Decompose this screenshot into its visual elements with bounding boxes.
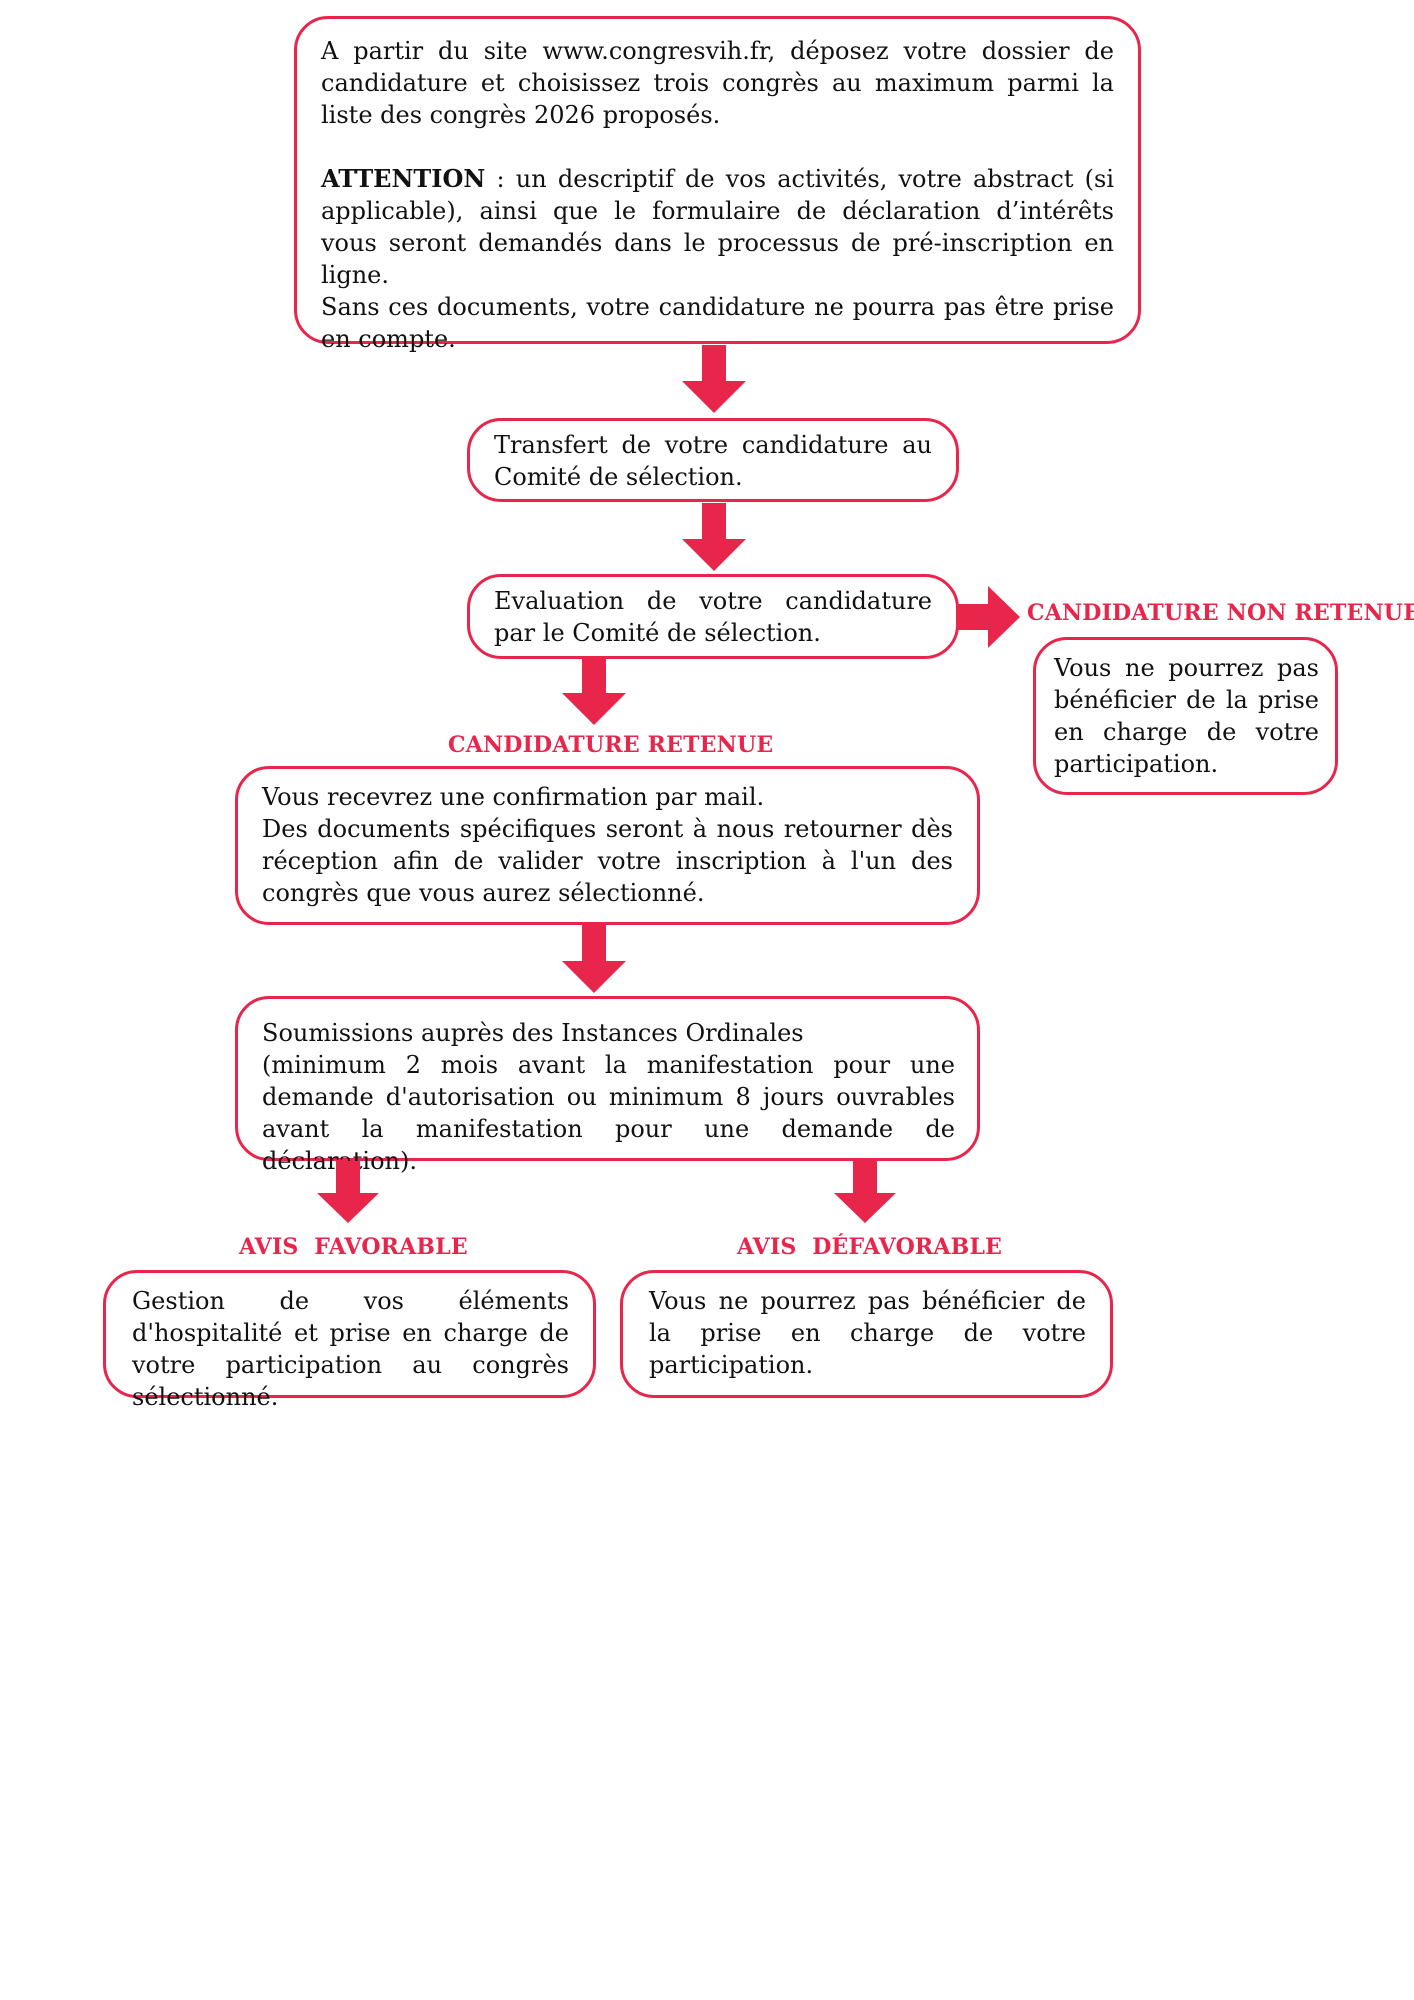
attention-body: : un descriptif de vos activités, votre … xyxy=(321,165,1114,289)
unfavorable-text: Vous ne pourrez pas bénéficier de la pri… xyxy=(649,1287,1086,1379)
down-arrow-icon xyxy=(562,925,626,993)
submission-title-text: Soumissions auprès des Instances Ordinal… xyxy=(262,1019,804,1047)
step-submit-attention-text: ATTENTION : un descriptif de vos activit… xyxy=(321,163,1114,291)
accepted-confirmation-text: Vous recevrez une confirmation par mail. xyxy=(262,783,765,811)
attention-label: ATTENTION xyxy=(321,164,486,193)
step-transfer-box: Transfert de votre candidature au Comité… xyxy=(467,418,959,502)
rejected-box: Vous ne pourrez pas bénéficier de la pri… xyxy=(1033,637,1338,795)
step-evaluation-box: Evaluation de votre candidature par le C… xyxy=(467,574,959,659)
step-submit-warning-text: Sans ces documents, votre candidature ne… xyxy=(321,293,1114,353)
down-arrow-icon xyxy=(317,1161,379,1223)
down-arrow-icon xyxy=(682,345,746,413)
step-evaluation-text: Evaluation de votre candidature par le C… xyxy=(494,587,932,647)
down-arrow-icon xyxy=(682,503,746,571)
favorable-text: Gestion de vos éléments d'hospitalité et… xyxy=(132,1287,569,1411)
submission-details-text: (minimum 2 mois avant la manifestation p… xyxy=(262,1051,955,1175)
favorable-label: AVIS FAVORABLE xyxy=(239,1234,468,1260)
rejected-text: Vous ne pourrez pas bénéficier de la pri… xyxy=(1054,654,1319,778)
accepted-documents-text: Des documents spécifiques seront à nous … xyxy=(262,815,953,907)
right-arrow-icon xyxy=(958,586,1020,648)
accepted-label: CANDIDATURE RETENUE xyxy=(448,732,774,758)
accepted-box: Vous recevrez une confirmation par mail.… xyxy=(235,766,980,925)
unfavorable-box: Vous ne pourrez pas bénéficier de la pri… xyxy=(620,1270,1113,1398)
favorable-box: Gestion de vos éléments d'hospitalité et… xyxy=(103,1270,596,1411)
rejected-label: CANDIDATURE NON RETENUE xyxy=(1027,600,1414,626)
down-arrow-icon xyxy=(834,1161,896,1223)
unfavorable-label: AVIS DÉFAVORABLE xyxy=(737,1234,1003,1260)
step-submit-intro-text: A partir du site www.congresvih.fr, dépo… xyxy=(321,37,1114,129)
down-arrow-icon xyxy=(562,657,626,725)
step-transfer-text: Transfert de votre candidature au Comité… xyxy=(494,431,932,491)
step-submit-application-box: A partir du site www.congresvih.fr, dépo… xyxy=(294,16,1141,353)
submission-box: Soumissions auprès des Instances Ordinal… xyxy=(235,996,980,1175)
